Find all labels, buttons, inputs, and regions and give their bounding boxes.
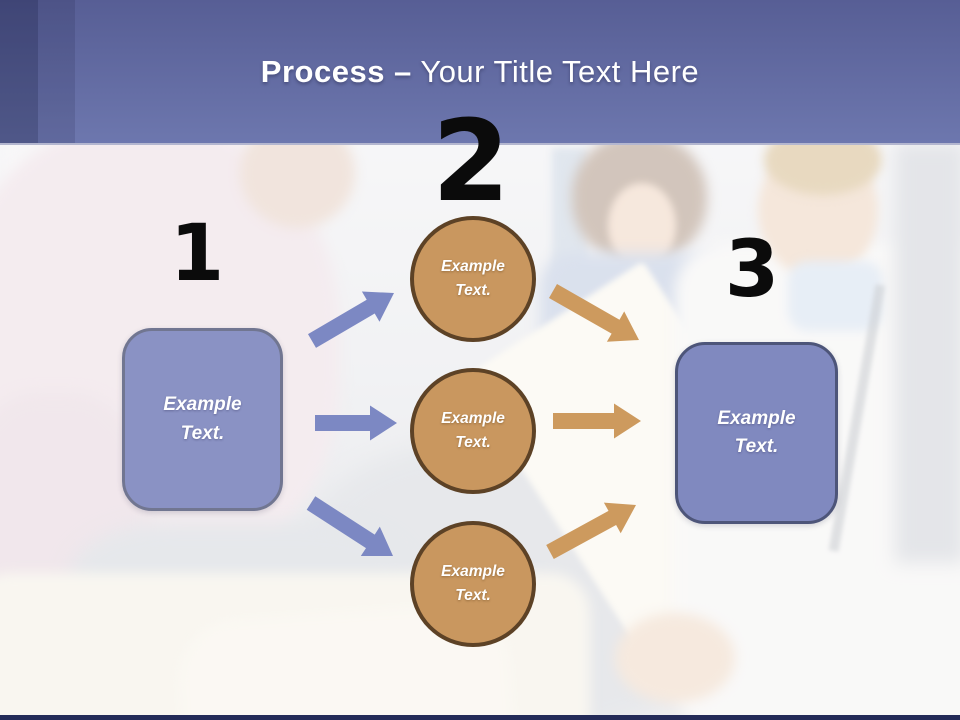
process-circle-3-label: Example Text. (441, 562, 505, 604)
step-number-3: 3 (724, 225, 780, 315)
process-circle-2-label: Example Text. (441, 409, 505, 451)
end-box-label: Example Text. (717, 407, 796, 458)
process-circle-1: Example Text. (410, 216, 536, 342)
header-stripe-light (38, 0, 75, 143)
start-box-label: Example Text. (163, 394, 242, 444)
footer-bar (0, 715, 960, 720)
process-circle-1-label: Example Text. (441, 257, 505, 299)
process-circle-3: Example Text. (410, 521, 536, 647)
start-box: Example Text. (122, 328, 283, 511)
title-bar: Process – Your Title Text Here (0, 0, 960, 145)
step-number-2: 2 (432, 97, 510, 227)
slide-title: Process – Your Title Text Here (0, 54, 960, 90)
end-box: Example Text. (675, 342, 838, 524)
header-stripe-dark (0, 0, 38, 143)
background-photo (0, 143, 960, 720)
slide-title-rest: Your Title Text Here (420, 53, 700, 89)
step-number-1: 1 (169, 209, 225, 299)
process-circle-2: Example Text. (410, 368, 536, 494)
slide-title-emphasis: Process – (260, 53, 412, 89)
